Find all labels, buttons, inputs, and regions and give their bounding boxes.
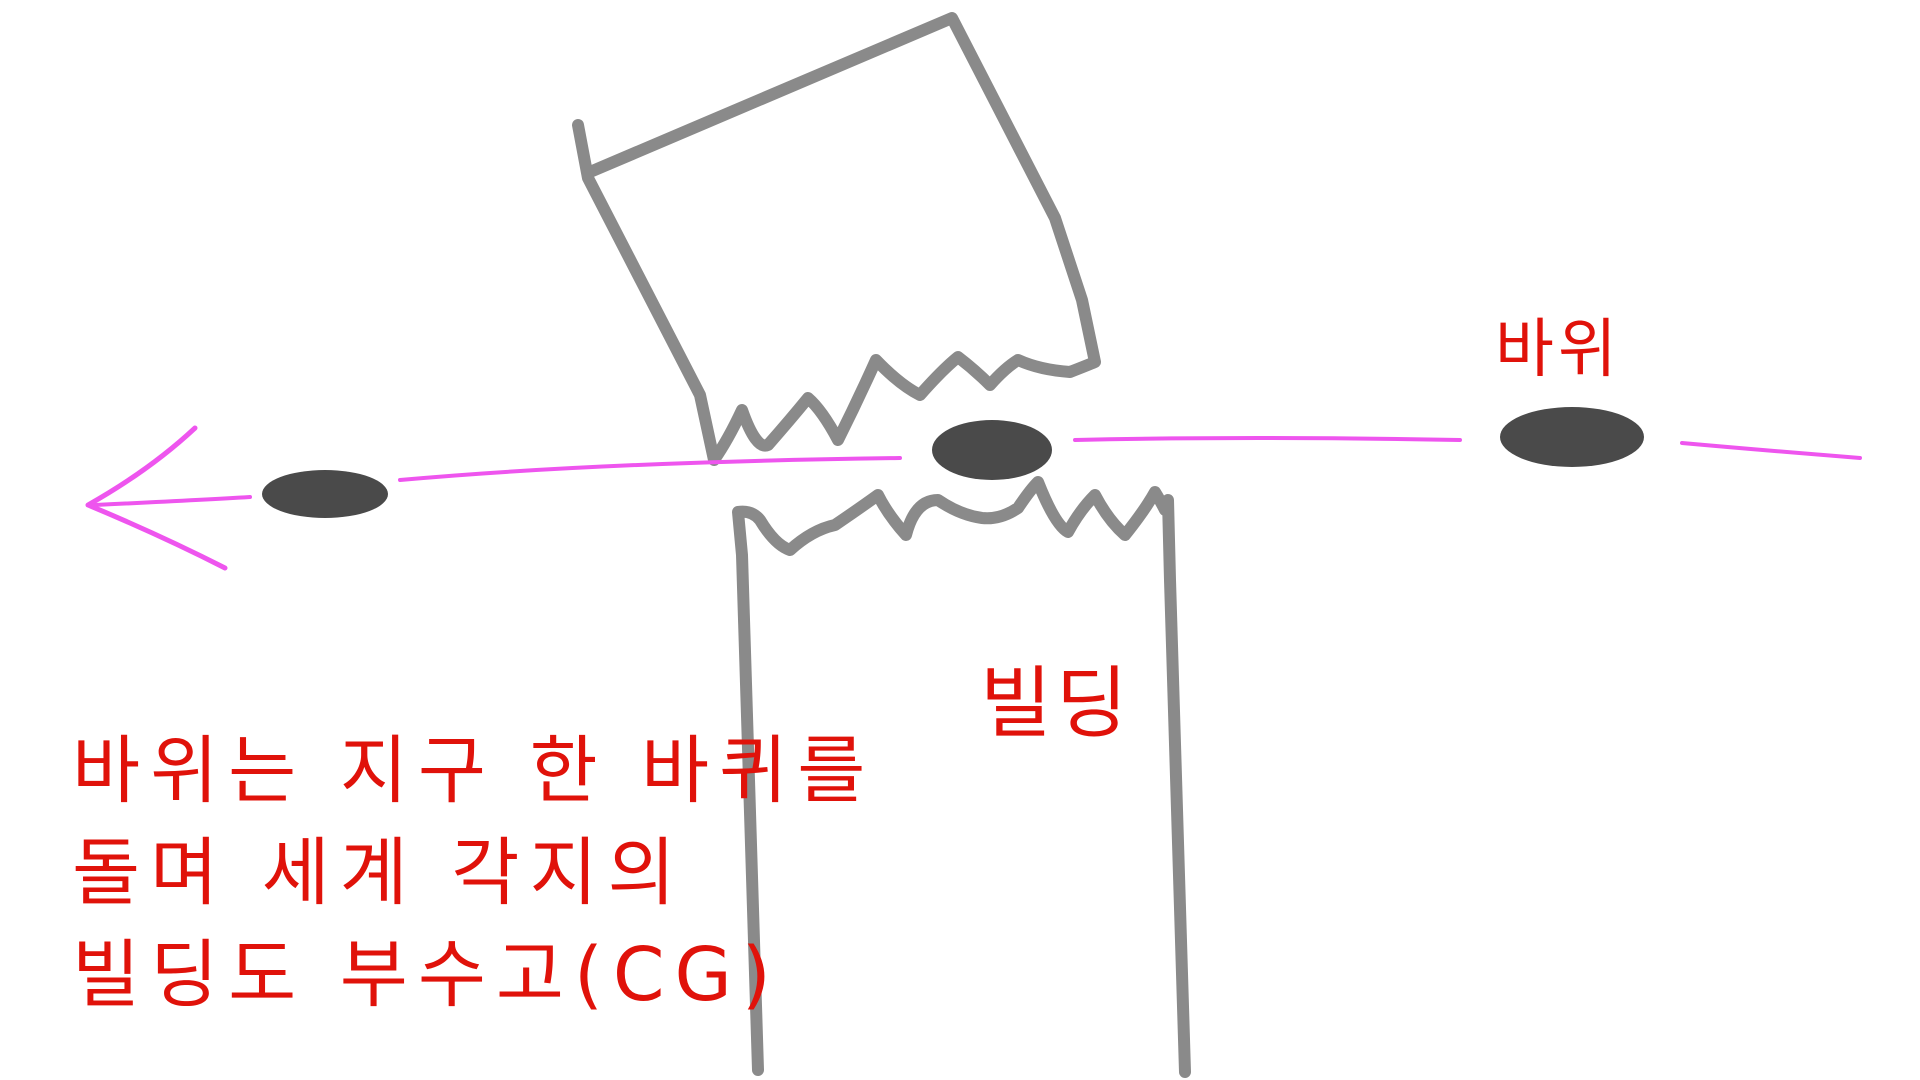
caption-text: 바위는 지구 한 바퀴를 돌며 세계 각지의 빌딩도 부수고(CG): [72, 720, 875, 1026]
rock-middle: [932, 420, 1052, 480]
trajectory-line-middle: [1073, 436, 1462, 442]
trajectory-line-left: [398, 456, 902, 482]
caption-line-1: 바위는 지구 한 바퀴를: [72, 728, 876, 814]
rock-right: [1500, 407, 1644, 467]
building-lower: [732, 476, 1191, 1078]
rock-label: 바위: [1495, 313, 1621, 387]
trajectory-line-right: [1680, 441, 1862, 460]
trajectory-line-tail: [93, 495, 252, 507]
building-label: 빌딩: [980, 659, 1132, 749]
caption-line-3: 빌딩도 부수고(CG): [72, 932, 781, 1018]
rock-left: [262, 470, 388, 518]
arrowhead-left-icon: [85, 425, 228, 571]
caption-line-2: 돌며 세계 각지의: [72, 830, 686, 916]
building-broken-top: [572, 12, 1101, 466]
